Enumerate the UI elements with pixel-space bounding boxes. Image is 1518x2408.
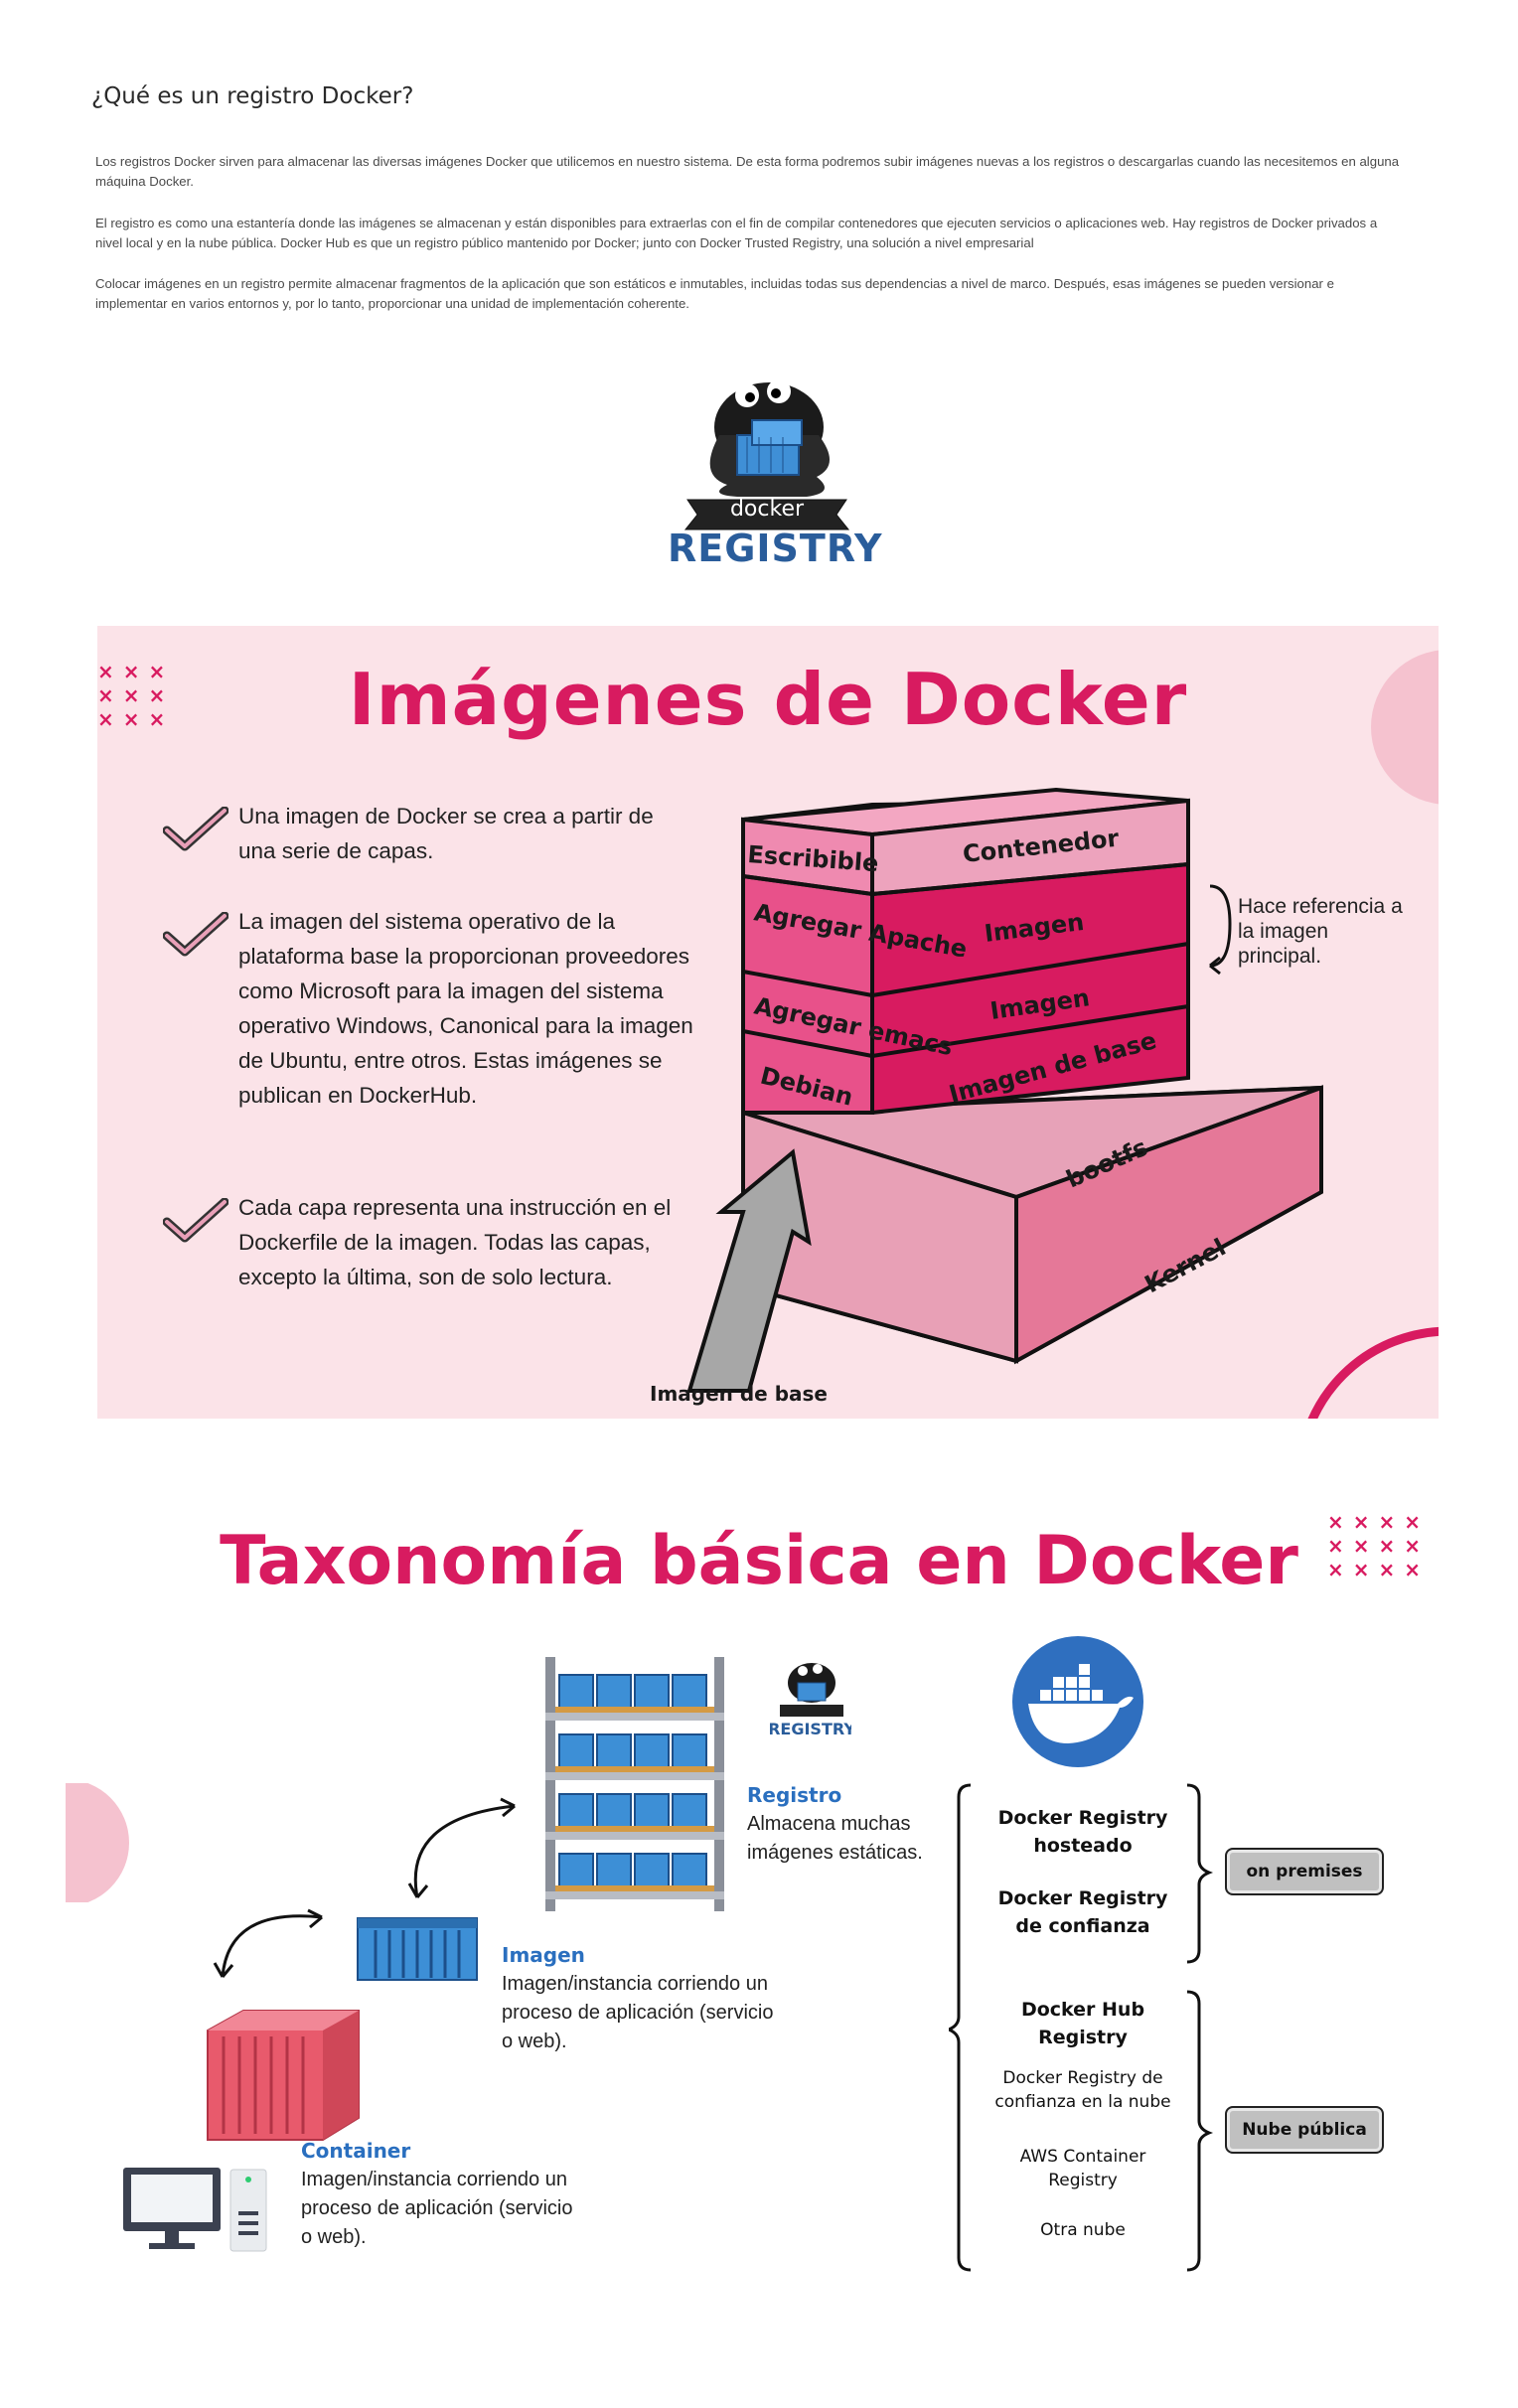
registry-brackets [949,1783,1214,2272]
red-container-icon [207,2010,360,2141]
bullet-dockerfile: Cada capa representa una instrucción en … [238,1195,672,1289]
registry-aws: AWS Container Registry [1019,2147,1146,2190]
octopus-mascot-icon [683,379,850,530]
x-pattern-decoration: ××××××××× [97,660,175,731]
container-heading: Container [301,2139,411,2163]
left-brace-icon [949,1783,972,2272]
cycle-arrows [213,1797,516,1978]
docker-registry-small-logo-icon: REGISTRY [770,1663,851,1738]
registro-heading: Registro [747,1783,842,1807]
bracket-icon [1209,884,1232,968]
logo-registry-text: REGISTRY [668,527,883,570]
registro-description: Almacena muchas imágenes estáticas. [747,1813,923,1864]
x-pattern-decoration: ×××××××××××× [1327,1510,1431,1581]
container-description: Imagen/instancia corriendo un proceso de… [301,2169,573,2248]
intro-paragraph-1: Los registros Docker sirven para almacen… [95,154,1400,189]
computer-icon [123,2168,267,2252]
bullet-base-os: La imagen del sistema operativo de la pl… [238,909,693,1108]
docker-registry-logo: docker REGISTRY [668,366,883,574]
images-title: Imágenes de Docker [348,658,1188,741]
arrow-imagen-registro-icon [413,1804,516,1898]
circle-decoration [66,1783,129,1902]
page-title: ¿Qué es un registro Docker? [91,83,414,109]
intro-paragraph-3: Colocar imágenes en un registro permite … [95,276,1334,311]
registry-trusted: Docker Registry de confianza [997,1887,1168,1937]
registry-hub: Docker Hub Registry [1020,1999,1145,2048]
registry-hosted: Docker Registry hosteado [997,1807,1168,1857]
registry-cloud-trusted: Docker Registry de confianza en la nube [994,2068,1171,2112]
check-icon [163,807,228,851]
blue-container-icon [357,1917,478,1981]
images-infographic: ××××××××× Imágenes de Docker Una imagen … [97,626,1439,1419]
intro-paragraph-2: El registro es como una estantería donde… [95,216,1378,250]
side-note: Hace referencia a la imagen principal. [1238,895,1403,968]
bullet-layers: Una imagen de Docker se crea a partir de… [238,804,654,863]
arrow-container-imagen-icon [221,1914,323,1978]
imagen-heading: Imagen [502,1943,585,1967]
check-icon [163,912,228,957]
image-layers-diagram: Escribible Agregar Apache Agregar emacs … [650,787,1323,1406]
tag-public-cloud: Nube pública [1225,2106,1384,2154]
shelf-icon [545,1657,724,1911]
circle-decoration [1371,650,1439,805]
check-icon [163,1198,228,1243]
logo-docker-text: docker [729,497,805,522]
taxonomy-title: Taxonomía básica en Docker [220,1522,1298,1600]
arrow-label: Imagen de base [650,1382,828,1406]
right-brace-cloud-icon [1186,1990,1214,2272]
tag-on-premises: on premises [1225,1848,1384,1895]
docker-whale-icon [1012,1636,1143,1767]
registry-other-cloud: Otra nube [1040,2220,1126,2240]
up-arrow-icon [686,1148,812,1393]
svg-text:REGISTRY: REGISTRY [770,1720,851,1738]
right-brace-onprem-icon [1186,1783,1214,1964]
imagen-description: Imagen/instancia corriendo un proceso de… [502,1973,774,2052]
